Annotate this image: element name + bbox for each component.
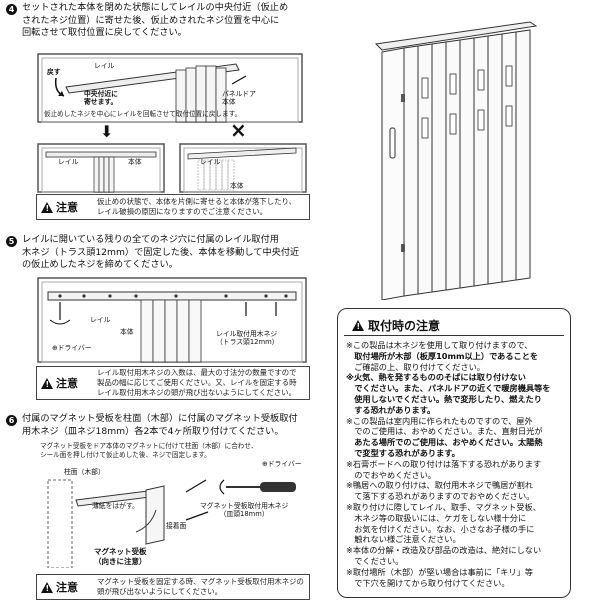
note-line: でください。 bbox=[346, 556, 404, 566]
step-4-label-center: 中央付近に 寄せます。 bbox=[84, 90, 118, 106]
step-4-instruction: セットされた本体を閉めた状態にしてレイルの中央付近（仮止め されたネジ位置）に寄… bbox=[22, 2, 289, 38]
step-4-caution-box: ! 注意 仮止めの状態で、本体を片側に寄せると本体が落下したり、 レイル破損の原… bbox=[36, 194, 310, 220]
warning-icon: ! bbox=[41, 377, 53, 389]
step-6-label-peel: 薄紙をはがす。 bbox=[92, 502, 139, 510]
bad-mark: × bbox=[230, 118, 247, 142]
installation-notes-box: ! 取付時の注意 ※この製品は木ネジを使用して取り付けますので、 取付場所が木部… bbox=[337, 308, 571, 598]
warning-icon: ! bbox=[41, 581, 53, 593]
note-line: ※石膏ボードへの取り付けは落下する恐れがあります bbox=[346, 458, 542, 469]
note-line: ※取付場所（木部）が堅い場合は事前に「キリ」等 bbox=[346, 566, 533, 577]
step-4-bad-rail: レイル bbox=[200, 158, 221, 166]
note-line: 触れない様ご注意ください。 bbox=[346, 534, 461, 545]
note-line: ご確認の上、取り付けてください。 bbox=[346, 361, 485, 372]
step-6-illustration bbox=[47, 479, 296, 568]
step-5-caution-tag: ! 注意 bbox=[41, 375, 78, 391]
note-line: でのご使用は、おやめください。また、直射日光が bbox=[346, 426, 543, 437]
step-4-caution-label: 注意 bbox=[56, 201, 78, 214]
step-6-label-pillar: 柱面（木部） bbox=[64, 468, 105, 476]
step-4-rotate-illustration bbox=[37, 53, 303, 123]
step-6-label-driver: ⊕ドライバー bbox=[262, 460, 302, 468]
step-4-bad-illustration bbox=[179, 143, 307, 193]
step-5-label-body: 本体 bbox=[120, 328, 134, 336]
step-5-caution-box: ! 注意 レイル取付用木ネジの入数は、最大の寸法分の数量ですので 製品の幅に応じ… bbox=[36, 366, 310, 400]
step-6-caution-tag: ! 注意 bbox=[41, 579, 78, 595]
note-line: て落下する恐れがありますのでおやめください。 bbox=[346, 491, 535, 502]
note-line: ※火気、熱を発するもののそばには取り付けない bbox=[346, 372, 526, 383]
step-4-good-rail: レイル bbox=[58, 158, 79, 166]
step-6-instruction: 付属のマグネット受板を柱面（木部）に付属のマグネット受板取付 用木ネジ（皿ネジ1… bbox=[22, 413, 298, 437]
step-4-label-panel: パネルドア 本体 bbox=[222, 90, 256, 106]
step-4-bad-body: 本体 bbox=[230, 182, 244, 190]
step-6-label-plate-title: マグネット受板 bbox=[94, 547, 147, 556]
step-5-caution-text: レイル取付用木ネジの入数は、最大の寸法分の数量ですので 製品の幅に応じてご使用く… bbox=[97, 368, 297, 397]
step-5-label-driver: ⊕ドライバー bbox=[52, 344, 92, 352]
step-5-instruction: レイルに開いている残りの全てのネジ穴に付属のレイル取付用 木ネジ（トラス頭12m… bbox=[22, 234, 300, 270]
note-line: で下穴を開けてから取り付けてください。 bbox=[346, 577, 510, 588]
step-4-good-illustration bbox=[37, 143, 165, 193]
step-6-label-adhesive: 接着面 bbox=[166, 522, 187, 530]
note-line: お気を付けください。なお、小さなお子様の手に bbox=[346, 523, 535, 534]
step-6-label-plate-sub: （向きに注意） bbox=[94, 557, 147, 566]
step-4-rotate-note: 仮止めしたネジを中心にレイルを回転させて取付位置に戻します。 bbox=[44, 110, 242, 118]
step-5-label-screw: レイル取付用木ネジ （トラス頭12mm） bbox=[216, 330, 279, 346]
step-4-label-modosu: 戻す bbox=[47, 68, 61, 76]
step-6-label-screw: マグネット受板取付用木ネジ （皿頭18mm） bbox=[200, 502, 289, 518]
step-4-number: 4 bbox=[6, 4, 17, 15]
warning-icon: ! bbox=[41, 201, 53, 213]
step-5-caution-label: 注意 bbox=[56, 377, 78, 390]
note-line: ※この製品は木ネジを使用して取り付けますので、 bbox=[346, 340, 533, 350]
note-line: で変型する恐れがあります。 bbox=[346, 448, 460, 458]
note-line: あたる場所でのご使用は、おやめください。太陽熱 bbox=[346, 437, 543, 448]
notes-title-rule bbox=[344, 335, 564, 336]
step-6-caution-box: ! 注意 マグネット受板を固定する時、マグネット受板取付用木ネジの 頭が飛び出な… bbox=[36, 574, 310, 600]
step-4-good-body: 本体 bbox=[128, 158, 142, 166]
step-6-caution-text: マグネット受板を固定する時、マグネット受板取付用木ネジの 頭が飛び出ないようにし… bbox=[97, 577, 304, 596]
note-line: ※取り付けに際してレイル、取手、マグネット受板、 bbox=[346, 502, 541, 512]
arrow-down-icon: ⬇ bbox=[100, 122, 114, 141]
note-line: ※この製品は室内用に作られたものですので、屋外 bbox=[346, 415, 533, 426]
step-4-caution-text: 仮止めの状態で、本体を片側に寄せると本体が落下したり、 レイル破損の原因になりま… bbox=[97, 197, 296, 216]
step-6-caution-label: 注意 bbox=[56, 581, 78, 594]
step-5-label-rail: レイル bbox=[90, 316, 111, 324]
step-5-number: 5 bbox=[6, 236, 17, 247]
step-6-number: 6 bbox=[6, 415, 17, 426]
note-line: ※鴨居への取り付けは、取付用木ネジで鴨居が割れ bbox=[346, 480, 533, 491]
note-line: する恐れがあります。 bbox=[346, 404, 436, 415]
note-line: ※本体の分解・改造及び部品の改造は、絶対にしない bbox=[346, 545, 542, 556]
note-line: 取付場所が木部（板厚10mm以上）であることを bbox=[346, 350, 539, 361]
notes-title: 取付時の注意 bbox=[368, 319, 441, 333]
warning-icon: ! bbox=[352, 320, 364, 331]
step-6-sub-instruction: マグネット受板をドア本体のマグネットに付けて柱面（木部）に合わせ、 シール面を押… bbox=[40, 442, 258, 459]
note-line: のでおやめください。 bbox=[346, 469, 437, 480]
note-line: 木ネジ等の取扱いには、ケガをしない様十分に bbox=[346, 512, 527, 523]
folding-door-illustration bbox=[374, 21, 538, 300]
step-5-illustration bbox=[37, 277, 307, 363]
step-4-label-rail: レイル bbox=[94, 62, 115, 70]
notes-title-row: ! 取付時の注意 bbox=[352, 317, 440, 334]
step-4-caution-tag: ! 注意 bbox=[41, 199, 78, 215]
note-line: 使用しないでください。熱で変形したり、燃えたり bbox=[346, 394, 542, 404]
note-line: でください。また、パネルドアの近くで暖房機具等を bbox=[346, 383, 551, 394]
